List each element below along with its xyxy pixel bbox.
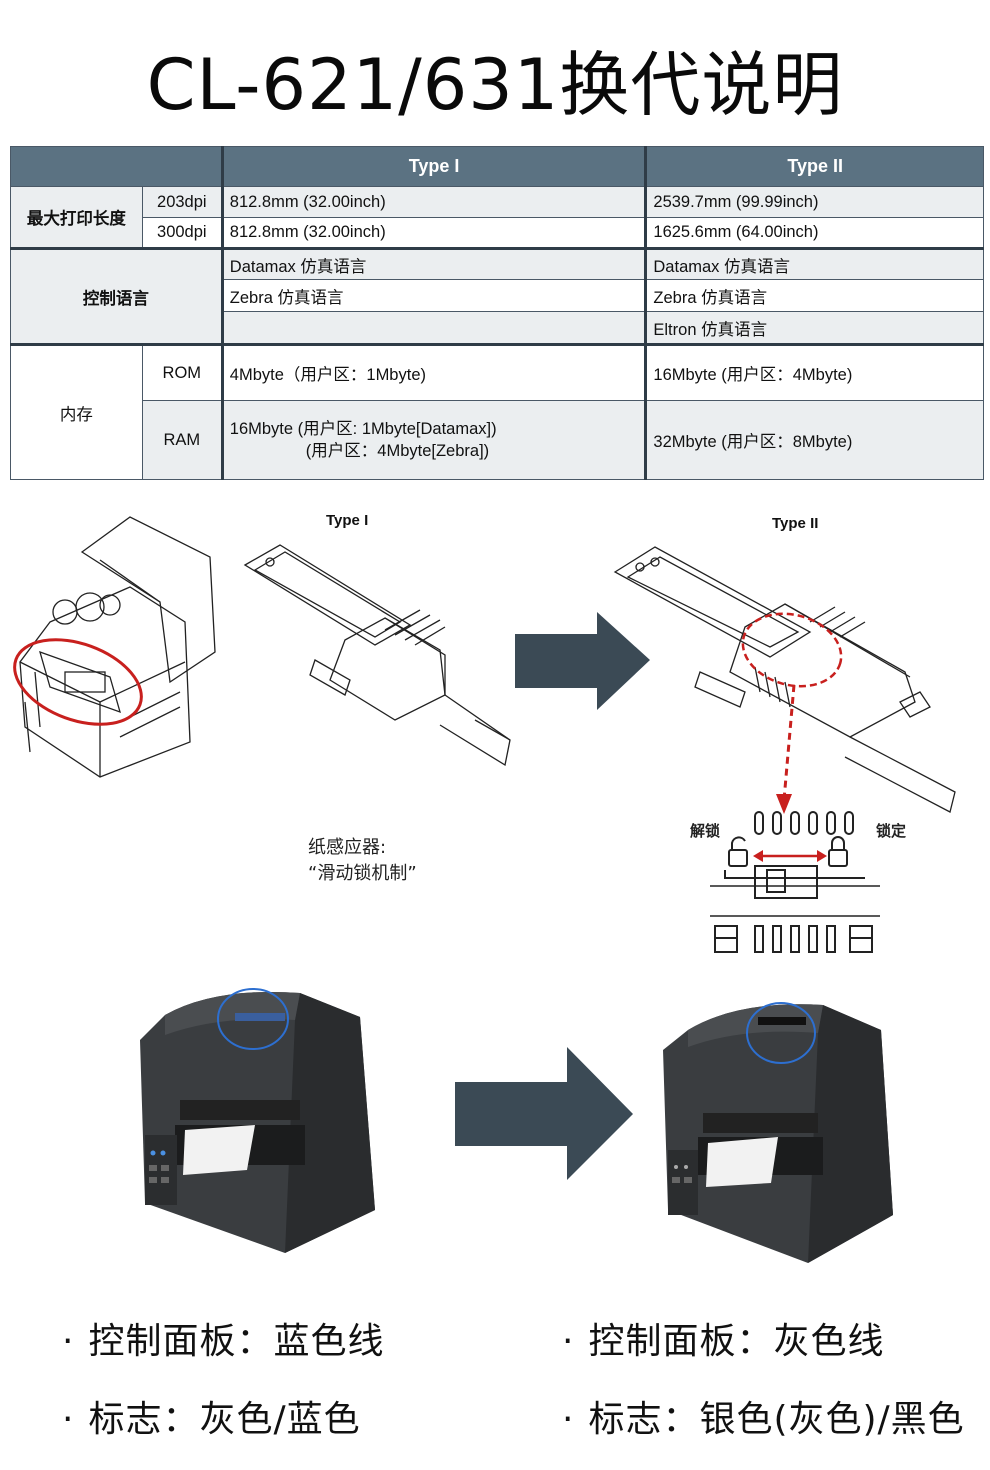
control-language-label: 控制语言 <box>10 248 223 346</box>
cell-rom-type1: 4Mbyte（用户区：1Mbyte) <box>220 344 647 401</box>
bullet-left-2: · 标志：灰色/蓝色 <box>62 1390 361 1442</box>
bullet-right-1: · 控制面板：灰色线 <box>562 1312 884 1364</box>
bullet-left-1-text: 控制面板：蓝色线 <box>88 1321 385 1362</box>
bullet-dot: · <box>562 1321 575 1362</box>
sensor-note-line1: 纸感应器: <box>308 837 387 858</box>
bullet-right-2: · 标志：银色(灰色)/黑色 <box>562 1390 965 1442</box>
dpi-300-label: 300dpi <box>141 217 223 250</box>
sensor-note: 纸感应器: “滑动锁机制” <box>308 835 417 887</box>
cell-ram-type1: 16Mbyte (用户区: 1Mbyte[Datamax]) (用户区：4Mby… <box>220 400 647 480</box>
header-blank <box>10 146 223 187</box>
printer-type2-photo <box>663 1002 893 1263</box>
bullet-left-2-text: 标志：灰色/蓝色 <box>88 1399 361 1440</box>
unlock-label: 解锁 <box>690 822 721 840</box>
transition-arrow-top <box>515 612 650 710</box>
ram-label: RAM <box>141 400 223 480</box>
lock-label: 锁定 <box>876 822 907 840</box>
bullet-right-1-text: 控制面板：灰色线 <box>588 1321 885 1362</box>
ram-type1-line1: 16Mbyte (用户区: 1Mbyte[Datamax]) <box>229 420 497 438</box>
printer-open-illustration <box>13 516 216 778</box>
cell-ram-type2: 32Mbyte (用户区：8Mbyte) <box>644 400 984 480</box>
header-type2: Type II <box>644 146 984 187</box>
cell-type2-203: 2539.7mm (99.99inch) <box>644 186 984 218</box>
type2-sensor-illustration <box>613 546 956 814</box>
cell-type2-300: 1625.6mm (64.00inch) <box>644 217 984 250</box>
max-print-length-label: 最大打印长度 <box>10 186 143 250</box>
bullet-dot: · <box>562 1399 575 1440</box>
type2-label: Type II <box>772 515 819 532</box>
rom-label: ROM <box>141 344 223 401</box>
lock-slider-illustration <box>710 811 880 953</box>
page-title: CL-621/631换代说明 <box>146 44 844 126</box>
cell-lang-type2-0: Datamax 仿真语言 <box>644 248 984 280</box>
header-type1: Type I <box>220 146 647 187</box>
bullet-right-2-text: 标志：银色(灰色)/黑色 <box>588 1399 965 1440</box>
type1-label: Type I <box>326 512 369 529</box>
cell-lang-type1-2 <box>220 311 647 346</box>
printer-type1-photo <box>140 988 375 1253</box>
bullet-left-1: · 控制面板：蓝色线 <box>62 1312 384 1364</box>
cell-rom-type2: 16Mbyte (用户区：4Mbyte) <box>644 344 984 401</box>
cell-lang-type1-0: Datamax 仿真语言 <box>220 248 647 280</box>
bullet-dot: · <box>62 1399 75 1440</box>
memory-label: 内存 <box>10 344 143 480</box>
bullet-dot: · <box>62 1321 75 1362</box>
sensor-note-line2: “滑动锁机制” <box>308 863 417 884</box>
type1-sensor-illustration <box>243 544 511 767</box>
cell-type1-300: 812.8mm (32.00inch) <box>220 217 647 250</box>
cell-lang-type2-2: Eltron 仿真语言 <box>644 311 984 346</box>
transition-arrow-bottom <box>455 1047 633 1180</box>
cell-type1-203: 812.8mm (32.00inch) <box>220 186 647 218</box>
dpi-203-label: 203dpi <box>141 186 223 218</box>
ram-type1-line2: (用户区：4Mbyte[Zebra]) <box>305 442 490 460</box>
cell-lang-type2-1: Zebra 仿真语言 <box>644 279 984 312</box>
spec-table: Type I Type II 最大打印长度 203dpi 812.8mm (32… <box>10 146 984 480</box>
cell-lang-type1-1: Zebra 仿真语言 <box>220 279 647 312</box>
